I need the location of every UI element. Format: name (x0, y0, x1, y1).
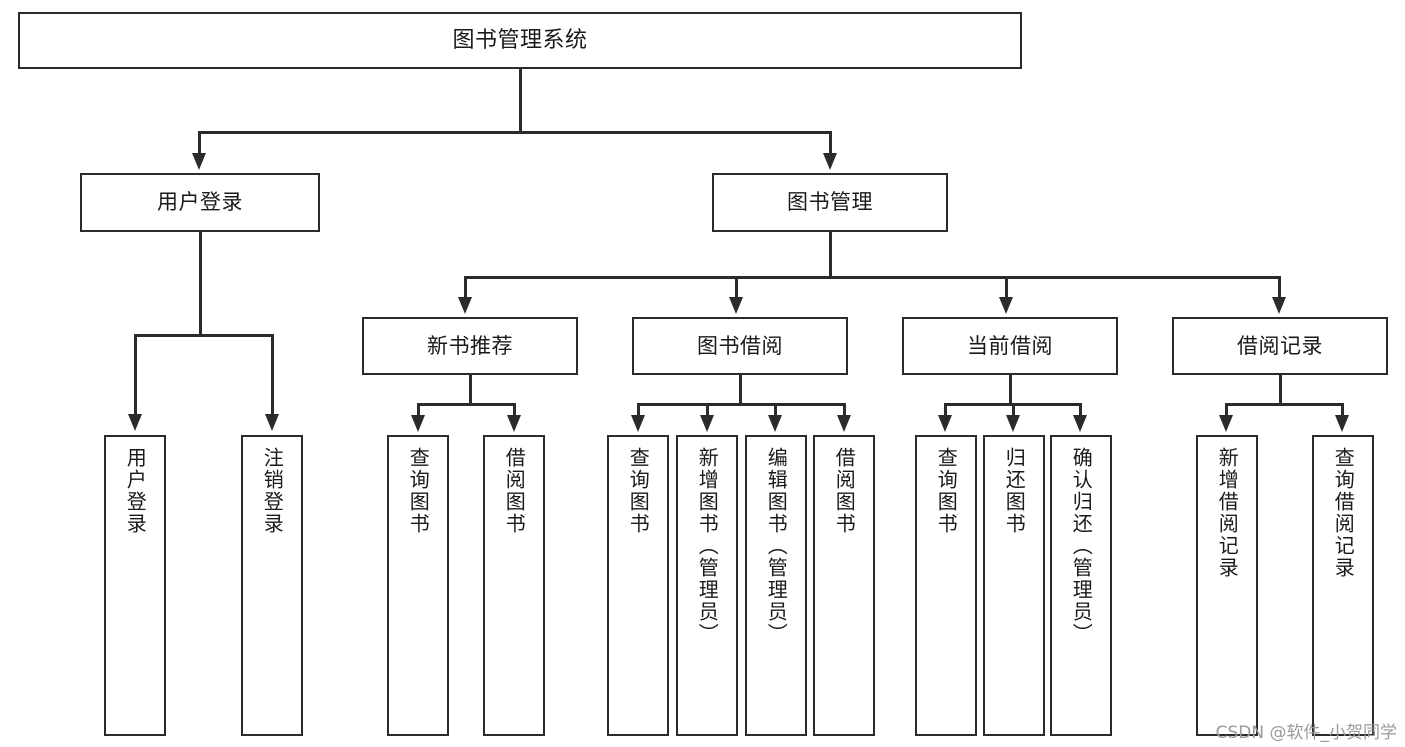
connector-currentborrow-leg-3 (1079, 403, 1082, 417)
node-label: 图书管理系统 (452, 27, 588, 53)
node-new-book-recommend[interactable]: 新书推荐 (362, 317, 578, 375)
connector-bookborrow-leg-1 (637, 403, 640, 417)
node-label: 图书管理 (787, 190, 873, 215)
node-label: 新书推荐 (427, 333, 513, 358)
node-label: 查询图书 (626, 447, 651, 535)
node-label: 查询图书 (406, 447, 431, 535)
node-label: 用户登录 (157, 190, 243, 215)
arrow-to-book-borrow (729, 297, 743, 314)
arrow-to-leaf-user-login (128, 414, 142, 431)
connector-currentborrow-stem (1009, 375, 1012, 405)
node-label: 图书借阅 (697, 333, 783, 358)
connector-userlogin-leg-2 (271, 334, 274, 416)
arrow-to-book-manage (823, 153, 837, 170)
connector-newbook-bus (417, 403, 516, 406)
node-borrow-record[interactable]: 借阅记录 (1172, 317, 1388, 375)
leaf-return-book[interactable]: 归还图书 (983, 435, 1045, 736)
node-label: 新增图书（管理员） (695, 447, 720, 645)
leaf-query-book-borrow[interactable]: 查询图书 (607, 435, 669, 736)
node-user-login[interactable]: 用户登录 (80, 173, 320, 232)
arrow-to-leaf-add-record (1219, 415, 1233, 432)
node-label: 用户登录 (123, 447, 148, 535)
node-current-borrow[interactable]: 当前借阅 (902, 317, 1118, 375)
connector-currentborrow-leg-1 (944, 403, 947, 417)
connector-bookmanage-leg-3 (1005, 276, 1008, 299)
connector-newbook-stem (469, 375, 472, 405)
arrow-to-leaf-edit-book (768, 415, 782, 432)
connector-currentborrow-leg-2 (1012, 403, 1015, 417)
arrow-to-leaf-borrow-book-1 (507, 415, 521, 432)
leaf-add-borrow-record[interactable]: 新增借阅记录 (1196, 435, 1258, 736)
leaf-edit-book-admin[interactable]: 编辑图书（管理员） (745, 435, 807, 736)
leaf-query-borrow-record[interactable]: 查询借阅记录 (1312, 435, 1374, 736)
connector-bookborrow-stem (739, 375, 742, 405)
connector-bookmanage-leg-4 (1278, 276, 1281, 299)
connector-newbook-leg-1 (417, 403, 420, 417)
connector-bookborrow-leg-2 (706, 403, 709, 417)
connector-userlogin-leg-1 (134, 334, 137, 416)
node-label: 当前借阅 (967, 333, 1053, 358)
connector-bookmanage-stem (829, 232, 832, 278)
arrow-to-leaf-query-book-3 (938, 415, 952, 432)
arrow-to-leaf-query-record (1335, 415, 1349, 432)
leaf-confirm-return-admin[interactable]: 确认归还（管理员） (1050, 435, 1112, 736)
connector-root-stem (519, 69, 522, 131)
connector-bookborrow-leg-4 (843, 403, 846, 417)
node-label: 借阅记录 (1237, 333, 1323, 358)
arrow-to-leaf-query-book-2 (631, 415, 645, 432)
arrow-to-leaf-add-book (700, 415, 714, 432)
connector-root-leg-left (198, 131, 201, 155)
arrow-to-borrow-record (1272, 297, 1286, 314)
connector-borrowrecord-leg-2 (1341, 403, 1344, 417)
node-label: 新增借阅记录 (1215, 447, 1240, 579)
node-label: 注销登录 (260, 447, 285, 535)
arrow-to-new-book-recommend (458, 297, 472, 314)
leaf-borrow-book-newbook[interactable]: 借阅图书 (483, 435, 545, 736)
arrow-to-current-borrow (999, 297, 1013, 314)
node-label: 查询借阅记录 (1331, 447, 1356, 579)
node-book-management[interactable]: 图书管理 (712, 173, 948, 232)
connector-bookmanage-leg-1 (464, 276, 467, 299)
leaf-query-book-current[interactable]: 查询图书 (915, 435, 977, 736)
connector-root-leg-right (829, 131, 832, 155)
connector-bookmanage-bus (464, 276, 1280, 279)
arrow-to-leaf-query-book-1 (411, 415, 425, 432)
connector-root-bus (198, 131, 832, 134)
node-label: 归还图书 (1002, 447, 1027, 535)
arrow-to-leaf-return-book (1006, 415, 1020, 432)
connector-bookmanage-leg-2 (735, 276, 738, 299)
node-label: 借阅图书 (832, 447, 857, 535)
arrow-to-user-login (192, 153, 206, 170)
leaf-borrow-book[interactable]: 借阅图书 (813, 435, 875, 736)
node-book-borrow[interactable]: 图书借阅 (632, 317, 848, 375)
node-label: 编辑图书（管理员） (764, 447, 789, 645)
connector-borrowrecord-bus (1225, 403, 1344, 406)
node-label: 查询图书 (934, 447, 959, 535)
connector-bookborrow-bus (637, 403, 845, 406)
leaf-user-login[interactable]: 用户登录 (104, 435, 166, 736)
node-label: 借阅图书 (502, 447, 527, 535)
arrow-to-leaf-borrow-book-2 (837, 415, 851, 432)
leaf-add-book-admin[interactable]: 新增图书（管理员） (676, 435, 738, 736)
connector-bookborrow-leg-3 (774, 403, 777, 417)
leaf-query-book-newbook[interactable]: 查询图书 (387, 435, 449, 736)
connector-userlogin-stem (199, 232, 202, 336)
connector-borrowrecord-leg-1 (1225, 403, 1228, 417)
node-label: 确认归还（管理员） (1069, 447, 1094, 645)
connector-newbook-leg-2 (513, 403, 516, 417)
node-root-book-management-system[interactable]: 图书管理系统 (18, 12, 1022, 69)
arrow-to-leaf-confirm-return (1073, 415, 1087, 432)
arrow-to-leaf-logout (265, 414, 279, 431)
leaf-logout[interactable]: 注销登录 (241, 435, 303, 736)
connector-userlogin-bus (134, 334, 273, 337)
connector-borrowrecord-stem (1279, 375, 1282, 405)
